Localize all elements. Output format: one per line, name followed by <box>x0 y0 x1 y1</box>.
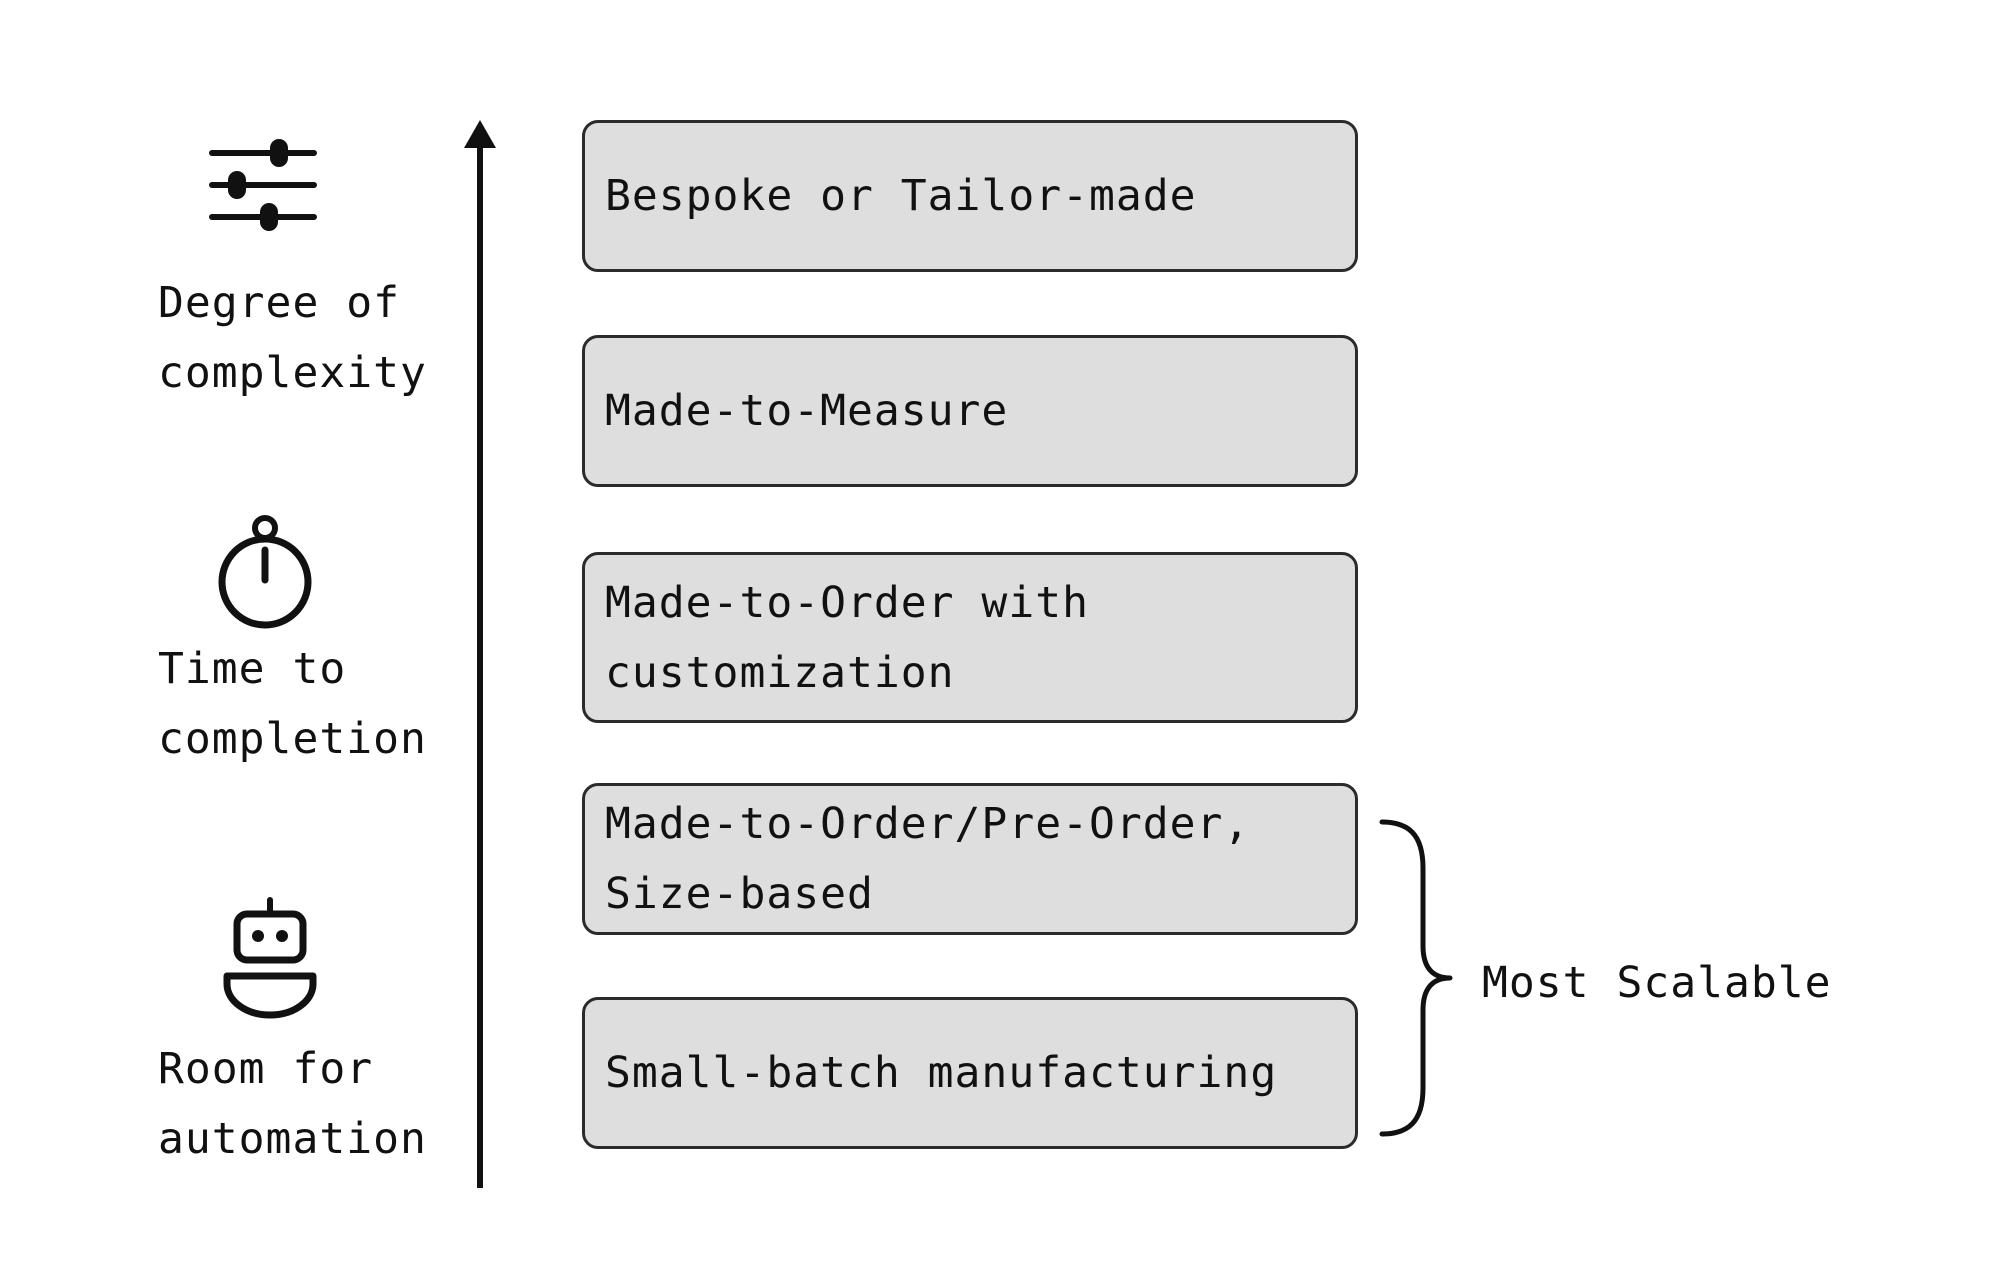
tier-made-to-order-custom: Made-to-Order with customization <box>582 552 1358 723</box>
factor-label-time: Time to completion <box>158 644 427 764</box>
tier-label: Made-to-Order with customization <box>605 577 1089 698</box>
tier-bespoke: Bespoke or Tailor-made <box>582 120 1358 272</box>
curly-brace <box>1379 819 1453 1137</box>
factor-label-complexity: Degree of complexity <box>158 278 427 398</box>
tier-made-to-order-size: Made-to-Order/Pre-Order, Size-based <box>582 783 1358 935</box>
robot-icon <box>223 897 317 1019</box>
tier-label: Made-to-Order/Pre-Order, Size-based <box>605 799 1251 919</box>
tier-label: Made-to-Measure <box>605 386 1009 436</box>
sliders-icon <box>209 139 317 231</box>
tier-made-to-measure: Made-to-Measure <box>582 335 1358 487</box>
vertical-arrow <box>464 120 496 1188</box>
tier-label: Bespoke or Tailor-made <box>605 171 1197 221</box>
most-scalable-label: Most Scalable <box>1482 958 1832 1008</box>
tier-small-batch: Small-batch manufacturing <box>582 997 1358 1149</box>
stopwatch-icon <box>218 515 312 629</box>
factor-label-automation: Room for automation <box>158 1044 427 1164</box>
tier-label: Small-batch manufacturing <box>605 1048 1278 1098</box>
